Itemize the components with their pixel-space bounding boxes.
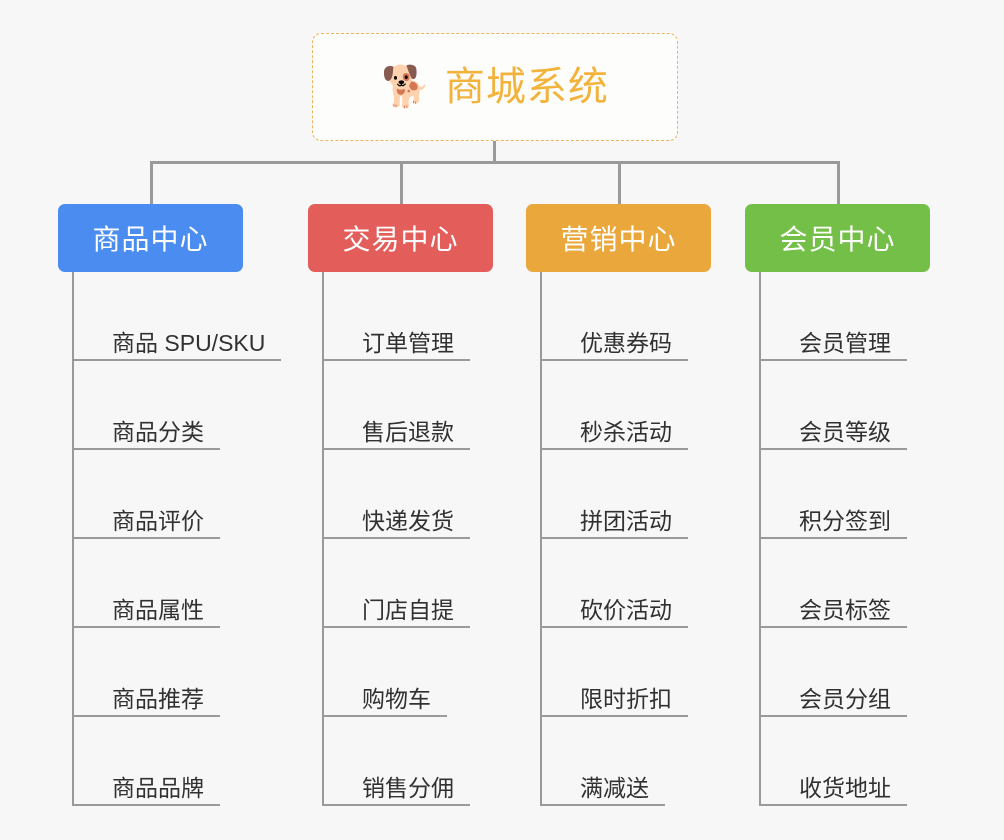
category-label: 商品中心 (92, 224, 209, 255)
shiba-dog-face-icon: 🐕 (381, 65, 431, 109)
leaf-underline (540, 804, 665, 806)
drop-connector-3 (837, 161, 840, 205)
leaf-item[interactable]: 拼团活动 (540, 450, 688, 539)
leaf-label: 售后退款 (362, 419, 454, 445)
leaf-underline (540, 715, 688, 717)
leaf-underline (72, 804, 220, 806)
leaf-underline (322, 626, 470, 628)
leaf-item[interactable]: 订单管理 (322, 272, 470, 361)
drop-connector-1 (400, 161, 403, 205)
leaf-underline (759, 804, 907, 806)
leaf-label: 商品属性 (112, 597, 204, 623)
root-title: 商城系统 (444, 65, 609, 109)
leaf-label: 积分签到 (799, 508, 891, 534)
branch-trunk (322, 272, 324, 806)
leaf-item[interactable]: 会员标签 (759, 539, 907, 628)
horizontal-bus-connector (150, 161, 840, 164)
leaf-underline (759, 448, 907, 450)
branch-trunk (72, 272, 74, 806)
leaf-label: 砍价活动 (580, 597, 672, 623)
leaf-underline (72, 626, 220, 628)
leaf-item[interactable]: 会员管理 (759, 272, 907, 361)
leaf-label: 秒杀活动 (580, 419, 672, 445)
leaf-underline (72, 537, 220, 539)
leaf-label: 快递发货 (362, 508, 454, 534)
leaf-underline (540, 448, 688, 450)
branch-column-trade: 订单管理 售后退款 快递发货 门店自提 购物车 销售分佣 (322, 272, 470, 806)
leaf-item[interactable]: 商品评价 (72, 450, 281, 539)
leaf-underline (322, 804, 470, 806)
leaf-item[interactable]: 积分签到 (759, 450, 907, 539)
leaf-underline (759, 626, 907, 628)
category-box-product[interactable]: 商品中心 (58, 204, 243, 272)
leaf-label: 商品分类 (112, 419, 204, 445)
leaf-label: 会员标签 (799, 597, 891, 623)
root-node[interactable]: 🐕 商城系统 (312, 33, 678, 141)
leaf-item[interactable]: 秒杀活动 (540, 361, 688, 450)
leaf-underline (540, 626, 688, 628)
leaf-underline (759, 359, 907, 361)
drop-connector-2 (618, 161, 621, 205)
leaf-item[interactable]: 购物车 (322, 628, 470, 717)
leaf-label: 商品品牌 (112, 775, 204, 801)
leaf-label: 销售分佣 (362, 775, 454, 801)
branch-trunk (540, 272, 542, 806)
leaf-underline (72, 715, 220, 717)
leaf-item[interactable]: 商品推荐 (72, 628, 281, 717)
leaf-label: 限时折扣 (580, 686, 672, 712)
leaf-label: 门店自提 (362, 597, 454, 623)
branch-column-marketing: 优惠券码 秒杀活动 拼团活动 砍价活动 限时折扣 满减送 (540, 272, 688, 806)
drop-connector-0 (150, 161, 153, 205)
leaf-label: 会员等级 (799, 419, 891, 445)
leaf-item[interactable]: 会员等级 (759, 361, 907, 450)
leaf-underline (322, 715, 447, 717)
leaf-label: 购物车 (362, 686, 431, 712)
leaf-item[interactable]: 砍价活动 (540, 539, 688, 628)
branch-trunk (759, 272, 761, 806)
leaf-label: 优惠券码 (580, 330, 672, 356)
root-stem-connector (493, 141, 496, 163)
leaf-item[interactable]: 售后退款 (322, 361, 470, 450)
leaf-underline (540, 359, 688, 361)
leaf-item[interactable]: 销售分佣 (322, 717, 470, 806)
leaf-label: 商品推荐 (112, 686, 204, 712)
leaf-underline (72, 359, 281, 361)
leaf-label: 订单管理 (362, 330, 454, 356)
leaf-item[interactable]: 门店自提 (322, 539, 470, 628)
leaf-item[interactable]: 商品 SPU/SKU (72, 272, 281, 361)
leaf-item[interactable]: 商品分类 (72, 361, 281, 450)
leaf-item[interactable]: 限时折扣 (540, 628, 688, 717)
category-box-trade[interactable]: 交易中心 (308, 204, 493, 272)
leaf-item[interactable]: 商品属性 (72, 539, 281, 628)
branch-column-member: 会员管理 会员等级 积分签到 会员标签 会员分组 收货地址 (759, 272, 907, 806)
category-label: 营销中心 (560, 224, 677, 255)
category-label: 会员中心 (779, 224, 896, 255)
leaf-label: 会员管理 (799, 330, 891, 356)
leaf-label: 满减送 (580, 775, 649, 801)
branch-column-product: 商品 SPU/SKU 商品分类 商品评价 商品属性 商品推荐 商品品牌 (72, 272, 281, 806)
leaf-label: 会员分组 (799, 686, 891, 712)
leaf-underline (72, 448, 220, 450)
leaf-item[interactable]: 优惠券码 (540, 272, 688, 361)
leaf-label: 商品 SPU/SKU (112, 330, 266, 356)
leaf-underline (540, 537, 688, 539)
leaf-label: 商品评价 (112, 508, 204, 534)
leaf-underline (322, 448, 470, 450)
leaf-item[interactable]: 快递发货 (322, 450, 470, 539)
category-label: 交易中心 (342, 224, 459, 255)
leaf-label: 收货地址 (799, 775, 891, 801)
leaf-item[interactable]: 满减送 (540, 717, 688, 806)
leaf-underline (322, 359, 470, 361)
leaf-underline (759, 537, 907, 539)
leaf-label: 拼团活动 (580, 508, 672, 534)
leaf-underline (759, 715, 907, 717)
leaf-underline (322, 537, 470, 539)
leaf-item[interactable]: 会员分组 (759, 628, 907, 717)
category-box-marketing[interactable]: 营销中心 (526, 204, 711, 272)
category-box-member[interactable]: 会员中心 (745, 204, 930, 272)
leaf-item[interactable]: 收货地址 (759, 717, 907, 806)
leaf-item[interactable]: 商品品牌 (72, 717, 281, 806)
